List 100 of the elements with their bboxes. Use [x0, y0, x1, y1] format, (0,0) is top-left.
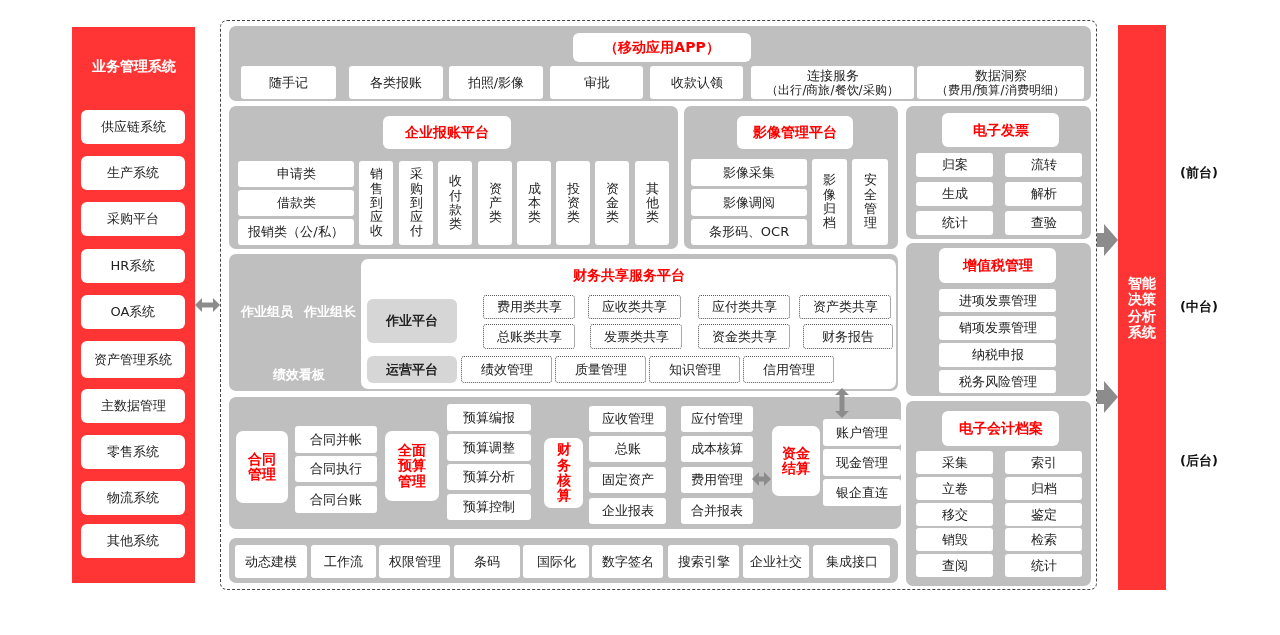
function-box: 预算编报 — [447, 404, 531, 431]
function-box: 申请类 — [238, 161, 354, 187]
function-box: 纳税申报 — [939, 343, 1056, 367]
tier-label: (中台) — [1180, 298, 1218, 316]
platform-title-box: （移动应用APP） — [573, 33, 751, 62]
function-box: 销毁 — [916, 528, 993, 551]
function-box: 索引 — [1005, 451, 1082, 474]
function-box: 企业报表 — [589, 498, 666, 524]
shared-service-box: 质量管理 — [555, 356, 646, 383]
function-box: 进项发票管理 — [939, 289, 1056, 312]
block-arrow — [1097, 224, 1118, 256]
system-box: HR系统 — [81, 249, 185, 283]
function-box: 资金类 — [595, 161, 629, 245]
module-title-box: 资金结算 — [772, 426, 820, 496]
module-panel — [906, 401, 1091, 586]
function-box: 成本核算 — [681, 436, 753, 462]
platform-title-box: 电子会计档案 — [942, 411, 1059, 446]
function-box: 安全管理 — [852, 159, 888, 245]
function-box: 统计 — [1005, 554, 1082, 577]
function-box: 归案 — [916, 153, 993, 177]
function-box: 投资类 — [556, 161, 590, 245]
function-box: 统计 — [916, 211, 993, 235]
system-box: 物流系统 — [81, 481, 185, 515]
module-panel — [229, 26, 1091, 101]
panel-title: 业务管理系统 — [91, 58, 176, 75]
system-box: 生产系统 — [81, 156, 185, 190]
function-box: 查阅 — [916, 554, 993, 577]
shared-service-box: 总账类共享 — [483, 324, 575, 349]
box-text: 连接服务 — [806, 67, 859, 84]
shared-service-box: 绩效管理 — [461, 356, 552, 383]
function-box — [751, 66, 914, 99]
platform-panel — [361, 259, 896, 389]
function-box: 合同并帐 — [295, 426, 377, 453]
function-box: 搜索引擎 — [668, 545, 739, 578]
platform-title-box: 企业报账平台 — [383, 116, 511, 149]
function-box: 影像归档 — [812, 159, 847, 245]
module-panel — [684, 106, 898, 249]
function-box: 应付管理 — [681, 406, 753, 432]
function-box: 检索 — [1005, 528, 1082, 551]
function-box: 流转 — [1005, 153, 1082, 177]
platform-title-box: 影像管理平台 — [737, 116, 853, 149]
function-box: 预算调整 — [447, 434, 531, 461]
double-arrow — [195, 298, 220, 312]
box-detail: （费用/预算/消费明细） — [936, 83, 1065, 98]
function-box: 销售到应收 — [359, 161, 393, 245]
function-box: 采集 — [916, 451, 993, 474]
decision-system-bar: 智能决策分析系统 — [1118, 25, 1166, 590]
function-box: 归档 — [1005, 477, 1082, 500]
function-box: 资产类 — [478, 161, 512, 245]
shared-service-box: 知识管理 — [649, 356, 740, 383]
function-box: 各类报账 — [349, 66, 443, 99]
function-box: 预算控制 — [447, 494, 531, 520]
system-panel — [72, 27, 195, 583]
role-label: 绩效看板 — [273, 367, 325, 383]
module-panel — [229, 397, 901, 529]
function-box: 企业社交 — [743, 545, 809, 578]
shared-service-box: 费用类共享 — [483, 295, 575, 319]
platform-title-box: 电子发票 — [942, 113, 1059, 147]
function-box: 采购到应付 — [399, 161, 433, 245]
function-box: 应收管理 — [589, 406, 666, 432]
double-arrow — [835, 388, 849, 418]
system-box: 主数据管理 — [81, 389, 185, 423]
shared-service-box: 应收类共享 — [588, 295, 681, 319]
boundary-box — [220, 20, 1097, 590]
function-box: 拍照/影像 — [449, 66, 543, 99]
function-box: 鉴定 — [1005, 503, 1082, 526]
shared-service-box: 应付类共享 — [698, 295, 790, 319]
module-panel — [906, 243, 1091, 396]
system-box: 资产管理系统 — [81, 341, 185, 378]
function-box — [917, 66, 1084, 99]
function-box: 工作流 — [311, 545, 376, 578]
function-box: 影像调阅 — [691, 189, 807, 216]
function-box: 立卷 — [916, 477, 993, 500]
function-box: 国际化 — [523, 545, 589, 578]
function-box: 数字签名 — [592, 545, 663, 578]
function-box: 收付款类 — [438, 161, 472, 245]
shared-service-box: 信用管理 — [743, 356, 834, 383]
function-box: 生成 — [916, 182, 993, 206]
panel-title: 财务共享服务平台 — [572, 267, 685, 284]
function-box: 借款类 — [238, 190, 354, 216]
function-box: 固定资产 — [589, 467, 666, 493]
shared-service-box: 发票类共享 — [590, 324, 682, 349]
shared-service-box: 财务报告 — [803, 324, 893, 349]
function-box: 条形码、OCR — [691, 219, 807, 245]
function-box: 影像采集 — [691, 159, 807, 186]
function-box: 合同台账 — [295, 486, 377, 513]
shared-service-box: 资金类共享 — [698, 324, 790, 349]
function-box: 税务风险管理 — [939, 370, 1056, 393]
platform-label-box: 运营平台 — [367, 356, 457, 383]
block-arrow — [1097, 381, 1118, 413]
shared-service-box: 资产类共享 — [799, 295, 891, 319]
function-box: 现金管理 — [823, 449, 901, 476]
function-box: 合并报表 — [681, 498, 753, 524]
module-panel — [229, 254, 898, 391]
module-title-box: 财务核算 — [544, 438, 583, 508]
function-box: 费用管理 — [681, 467, 753, 493]
function-box: 银企直连 — [823, 479, 901, 506]
system-box: 供应链系统 — [81, 110, 185, 144]
system-box: 其他系统 — [81, 524, 185, 558]
function-box: 报销类（公/私） — [238, 219, 354, 245]
